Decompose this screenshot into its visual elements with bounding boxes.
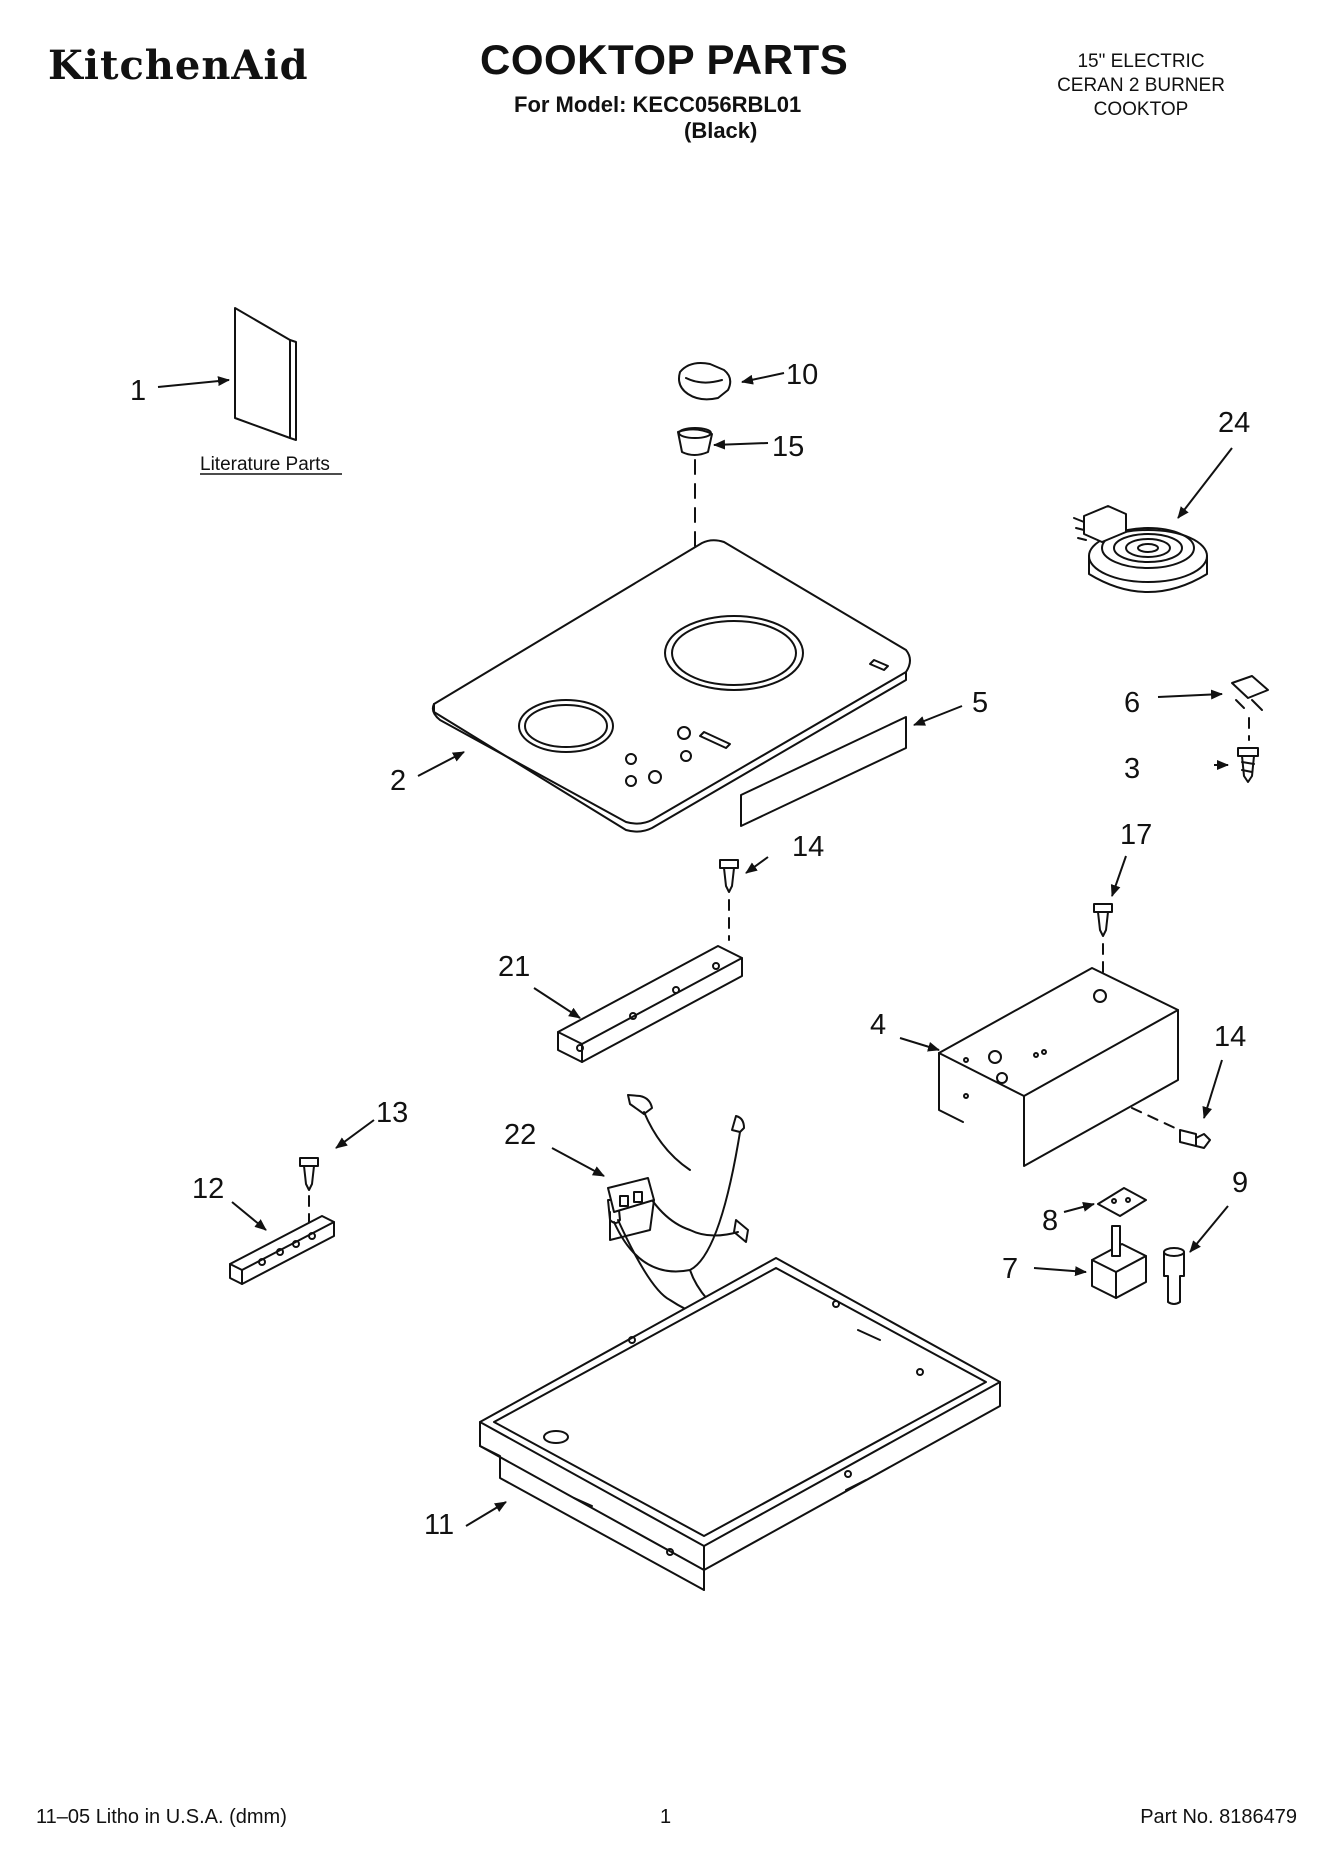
- callout-24: 24: [1218, 407, 1250, 439]
- footer-page-number: 1: [660, 1806, 672, 1828]
- description-line-1: 15" ELECTRIC: [1077, 51, 1205, 72]
- callout-22: 22: [504, 1119, 536, 1151]
- callout-10: 10: [786, 359, 818, 391]
- product-description: 15" ELECTRIC CERAN 2 BURNER COOKTOP: [1011, 50, 1271, 122]
- knob-bushing: [677, 427, 713, 456]
- model-variant: (Black): [684, 118, 758, 143]
- control-box-housing: [938, 967, 1179, 1167]
- callout-17: 17: [1120, 819, 1152, 851]
- small-bracket: [229, 1215, 335, 1285]
- description-line-3: COOKTOP: [1093, 99, 1189, 120]
- callout-2: 2: [390, 765, 406, 797]
- callout-5: 5: [972, 687, 988, 719]
- trim-strip: [740, 716, 907, 827]
- ceramic-glass-cooktop: [431, 539, 911, 833]
- housing-screw: [1093, 903, 1113, 937]
- sensor-post: [1163, 1247, 1185, 1305]
- callout-12: 12: [192, 1173, 224, 1205]
- control-knob: [678, 362, 732, 401]
- callout-6: 6: [1124, 687, 1140, 719]
- bracket-screw: [719, 859, 739, 893]
- literature-parts-label: Literature Parts: [200, 454, 330, 475]
- callout-21: 21: [498, 951, 530, 983]
- callout-11: 11: [424, 1509, 454, 1541]
- bracket-screw-small: [299, 1157, 319, 1191]
- mounting-bracket: [557, 945, 743, 1063]
- literature-booklet: [234, 307, 297, 441]
- radiant-heating-element: [1073, 505, 1208, 593]
- footer-part-number: Part No. 8186479: [1140, 1806, 1297, 1828]
- callout-14-lower: 14: [1214, 1021, 1246, 1053]
- bottom-pan-housing: [479, 1257, 1001, 1591]
- callout-14-upper: 14: [792, 831, 824, 863]
- page-title: COOKTOP PARTS: [480, 36, 849, 83]
- kitchenaid-logo: KitchenAid: [48, 42, 309, 89]
- callout-15: 15: [772, 431, 804, 463]
- housing-side-screw: [1179, 1129, 1211, 1149]
- screw: [1237, 747, 1259, 783]
- wiring-harness: [607, 1094, 757, 1339]
- callout-13: 13: [376, 1097, 408, 1129]
- gasket-plate: [1097, 1187, 1147, 1217]
- mounting-clip: [1231, 675, 1269, 711]
- power-module: [1091, 1225, 1147, 1299]
- footer-print-info: 11–05 Litho in U.S.A. (dmm): [36, 1806, 287, 1828]
- callout-4: 4: [870, 1009, 886, 1041]
- callout-9: 9: [1232, 1167, 1248, 1199]
- callout-1: 1: [130, 375, 146, 407]
- model-number: For Model: KECC056RBL01: [514, 92, 802, 117]
- callout-7: 7: [1002, 1253, 1018, 1285]
- callout-8: 8: [1042, 1205, 1058, 1237]
- description-line-2: CERAN 2 BURNER: [1057, 75, 1225, 96]
- callout-3: 3: [1124, 753, 1140, 785]
